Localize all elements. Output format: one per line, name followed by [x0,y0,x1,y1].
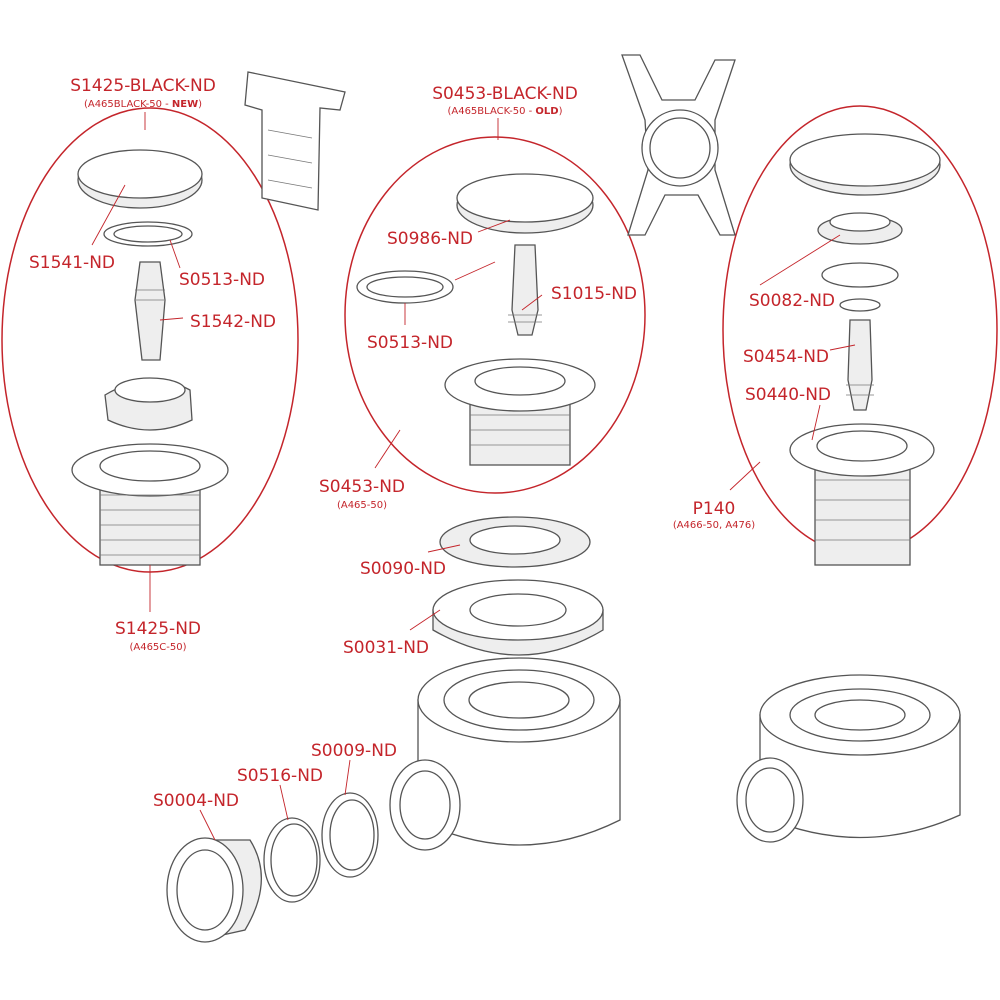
group-title-s1425-black: S1425-BLACK-ND [70,76,216,96]
label-s0986: S0986-ND [387,229,473,249]
trap-body-main [389,657,621,851]
label-s0453-sub: (A465-50) [337,500,387,511]
part-s0009-ring [321,792,379,878]
label-s1541: S1541-ND [29,253,115,273]
label-s1015: S1015-ND [551,284,637,304]
part-s0454-stem [839,298,881,411]
group-subtitle-s1425-black: (A465BLACK-50 - NEW) [84,99,202,110]
label-p140-sub: (A466-50, A476) [673,520,755,531]
group-subtitle-s0453-black: (A465BLACK-50 - OLD) [447,106,562,117]
part-s1541-cap [77,149,203,209]
part-s0513-ring-left [103,221,193,247]
leader-lines [91,112,856,841]
label-s0004: S0004-ND [153,791,239,811]
label-s0090: S0090-ND [360,559,446,579]
part-s0516-ring [263,817,321,903]
part-s1542-stem [134,261,166,361]
label-s1542: S1542-ND [190,312,276,332]
label-s1425-sub: (A465C-50) [129,642,186,653]
label-p140: P140 [693,499,736,519]
part-s0082-flange [817,212,903,288]
label-s0031: S0031-ND [343,638,429,658]
part-s1425-body [71,443,229,566]
part-s0031-gasket [432,579,604,656]
label-s0513-mid: S0513-ND [367,333,453,353]
part-s0090-gasket [439,516,591,568]
label-s0082: S0082-ND [749,291,835,311]
key-tool-middle [621,54,736,236]
part-locknut-left [104,377,193,431]
label-s0453: S0453-ND [319,477,405,497]
group-title-s0453-black: S0453-BLACK-ND [432,84,578,104]
key-tool-left [244,71,346,211]
part-s0986-cap [456,173,594,234]
part-s0004-nut [166,837,263,943]
part-s0453-body [444,358,596,466]
trap-body-assembled [736,674,961,843]
label-s0454: S0454-ND [743,347,829,367]
label-s0513-left: S0513-ND [179,270,265,290]
assembly-arrow [454,261,496,281]
part-s0513-ring-mid [356,270,454,304]
part-s0440-body [789,423,935,566]
group-outline-s0453 [344,136,646,494]
part-p140-cap [789,133,941,196]
label-s0009: S0009-ND [311,741,397,761]
part-s1015-stem [508,244,542,336]
label-s1425: S1425-ND [115,619,201,639]
label-s0516: S0516-ND [237,766,323,786]
label-s0440: S0440-ND [745,385,831,405]
